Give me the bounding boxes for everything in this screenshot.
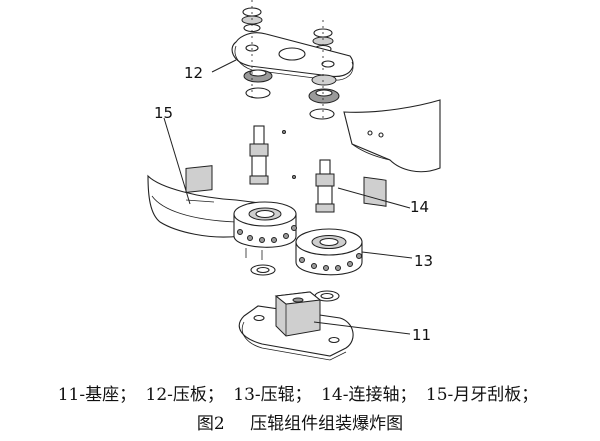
callout-15: 15 — [154, 104, 173, 122]
figure-title: 压辊组件组装爆炸图 — [250, 414, 404, 434]
part-11-base — [238, 291, 354, 361]
leader-lines — [163, 59, 413, 335]
figure-caption: 图2 压辊组件组装爆炸图 — [0, 409, 600, 434]
legend-item-crescent-scraper: 15-月牙刮板； — [425, 385, 539, 405]
roller-teeth-lower — [299, 253, 362, 271]
roller-teeth-upper — [237, 225, 297, 243]
callout-11: 11 — [412, 326, 431, 344]
part-15-crescent-scraper — [147, 99, 441, 238]
parts-legend: 11-基座； 12-压板； 13-压辊； 14-连接轴； 15-月牙刮板； — [0, 380, 600, 405]
callout-13: 13 — [414, 252, 433, 270]
callout-14: 14 — [410, 198, 429, 216]
part-12-pressure-plate — [231, 0, 354, 120]
legend-item-press-roller: 13-压辊； — [233, 385, 312, 405]
legend-item-pressure-plate: 12-压板； — [145, 385, 224, 405]
part-13-press-roller — [233, 201, 363, 302]
figure-number: 图2 — [196, 414, 225, 434]
callout-12: 12 — [184, 64, 203, 82]
part-14-connecting-shaft — [249, 125, 335, 213]
legend-item-base: 11-基座； — [57, 385, 137, 405]
legend-item-connecting-shaft: 14-连接轴； — [321, 385, 417, 405]
